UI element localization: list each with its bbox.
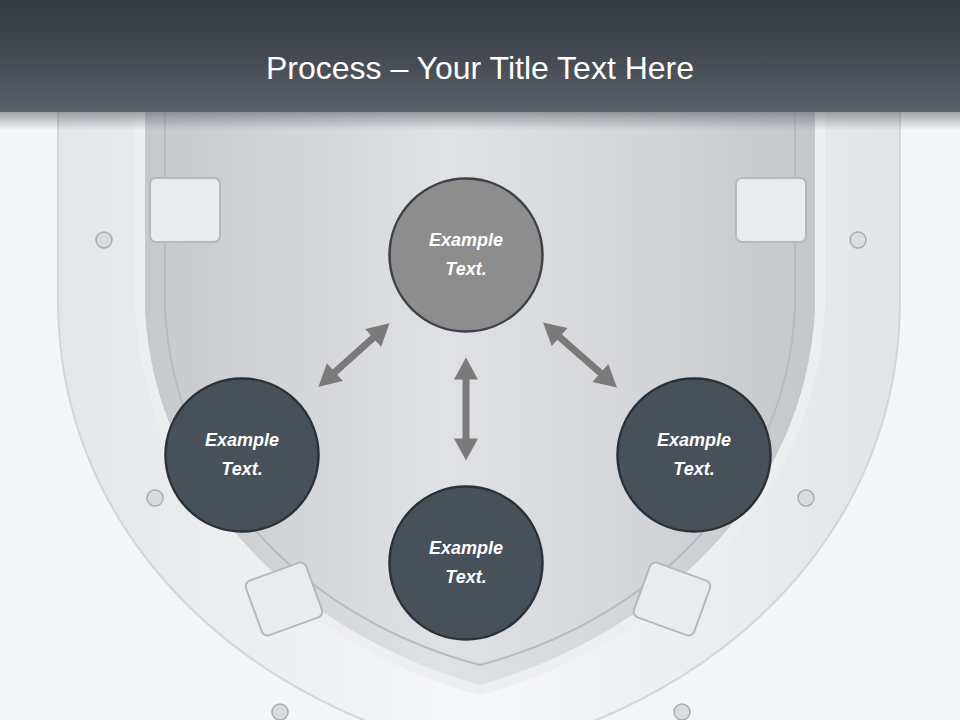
- title-bar-shadow: [0, 112, 960, 130]
- shield-body: [140, 100, 820, 690]
- shield-rim-line: [165, 100, 795, 665]
- double-arrow: [454, 358, 478, 461]
- slide-title: Process – Your Title Text Here: [0, 0, 960, 84]
- shield-outer: [58, 100, 900, 720]
- circle-shape: [390, 179, 543, 332]
- circle-outline: [388, 177, 544, 333]
- title-bar: Process – Your Title Text Here: [0, 0, 960, 112]
- process-circle: Example Text.: [616, 377, 772, 533]
- node-label: Example Text.: [646, 426, 742, 484]
- process-circle: Example Text.: [388, 485, 544, 641]
- circle-outline: [388, 485, 544, 641]
- circle-outline: [616, 377, 772, 533]
- double-arrow: [543, 323, 617, 388]
- circle-shape: [166, 379, 319, 532]
- circle-outline: [164, 377, 320, 533]
- double-arrow: [318, 323, 389, 386]
- node-label: Example Text.: [194, 426, 290, 484]
- node-label: Example Text.: [418, 226, 514, 284]
- process-circle: Example Text.: [164, 377, 320, 533]
- shield-tabs: [150, 178, 806, 637]
- circle-shape: [618, 379, 771, 532]
- node-label: Example Text.: [418, 534, 514, 592]
- process-circle: Example Text.: [388, 177, 544, 333]
- circle-shape: [390, 487, 543, 640]
